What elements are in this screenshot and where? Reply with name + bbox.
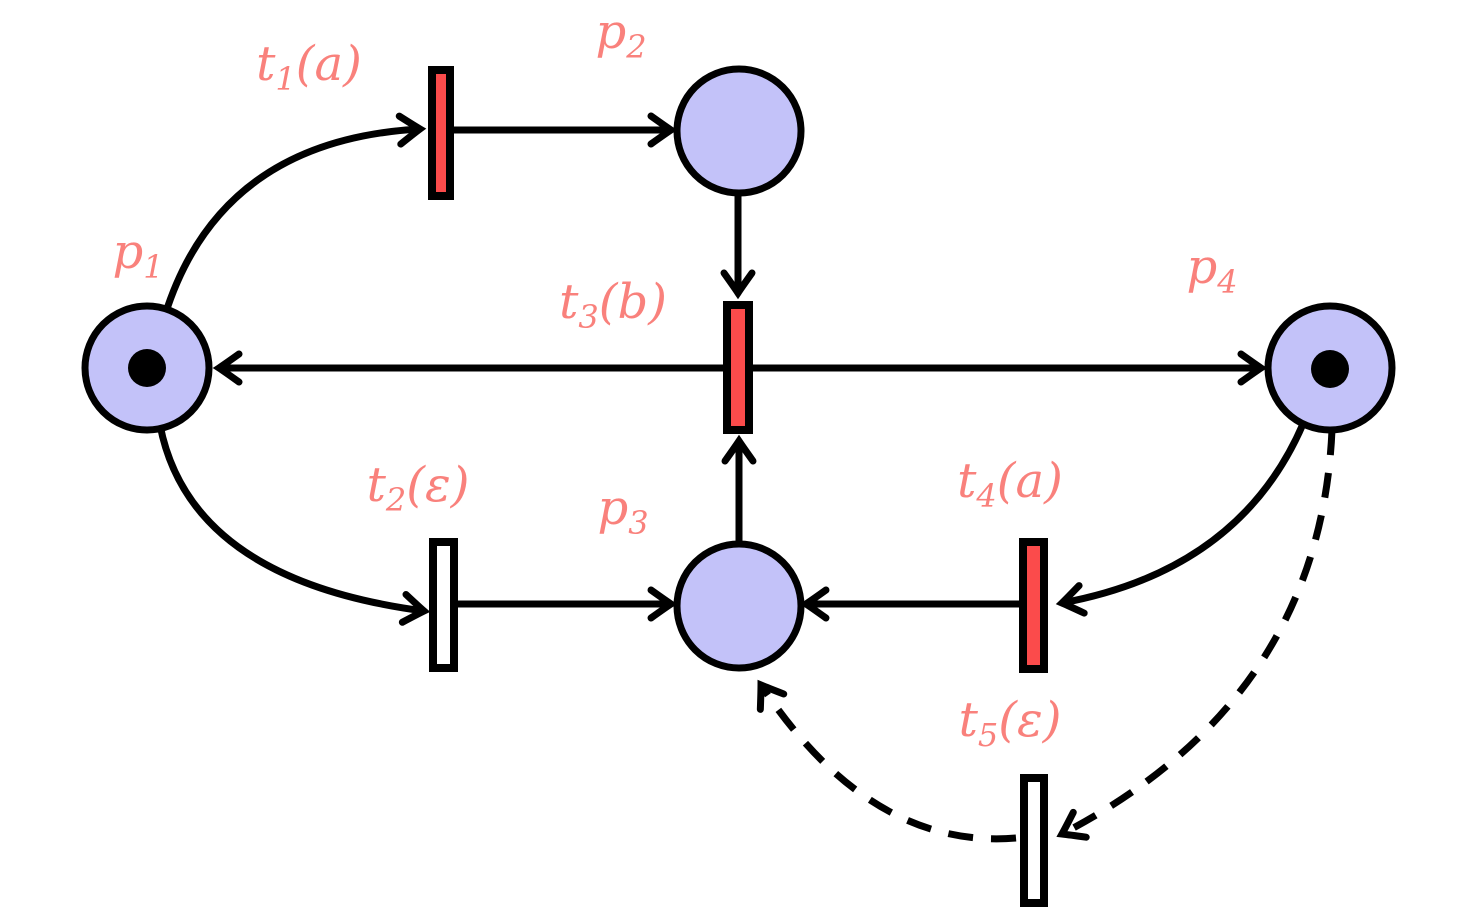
label-p3: p3 [597, 480, 648, 542]
transition-t5 [1020, 774, 1048, 907]
place-layer [81, 65, 1396, 672]
arc-layer [156, 112, 1336, 843]
arc-p4-t4 [1055, 422, 1307, 617]
label-p4: p4 [1186, 239, 1237, 301]
place-p3 [673, 540, 805, 672]
transition-t2 [429, 538, 458, 672]
token-p1 [128, 349, 166, 387]
label-t2: t2(ε) [367, 457, 470, 519]
label-t4: t4(a) [957, 453, 1063, 515]
arc-p1-t2 [156, 424, 431, 626]
label-p2: p2 [595, 4, 646, 66]
token-p4 [1311, 350, 1349, 388]
label-layer: p1 p2 p3 p4 t1(a) t2(ε) t3(b) t4(a) t5(ε… [112, 4, 1237, 754]
place-p2 [673, 65, 805, 197]
arc-p1-t1 [161, 112, 427, 317]
label-p1: p1 [112, 224, 163, 286]
transition-t1 [428, 66, 454, 200]
arc-t5-p3-dashed [756, 679, 1017, 843]
label-t3: t3(b) [559, 274, 667, 336]
transition-t4 [1019, 538, 1048, 673]
transition-t3 [723, 301, 753, 434]
transition-layer [428, 66, 1048, 907]
label-t1: t1(a) [256, 36, 362, 98]
label-t5: t5(ε) [959, 692, 1062, 754]
arc-p4-t5-dashed [1056, 429, 1336, 841]
